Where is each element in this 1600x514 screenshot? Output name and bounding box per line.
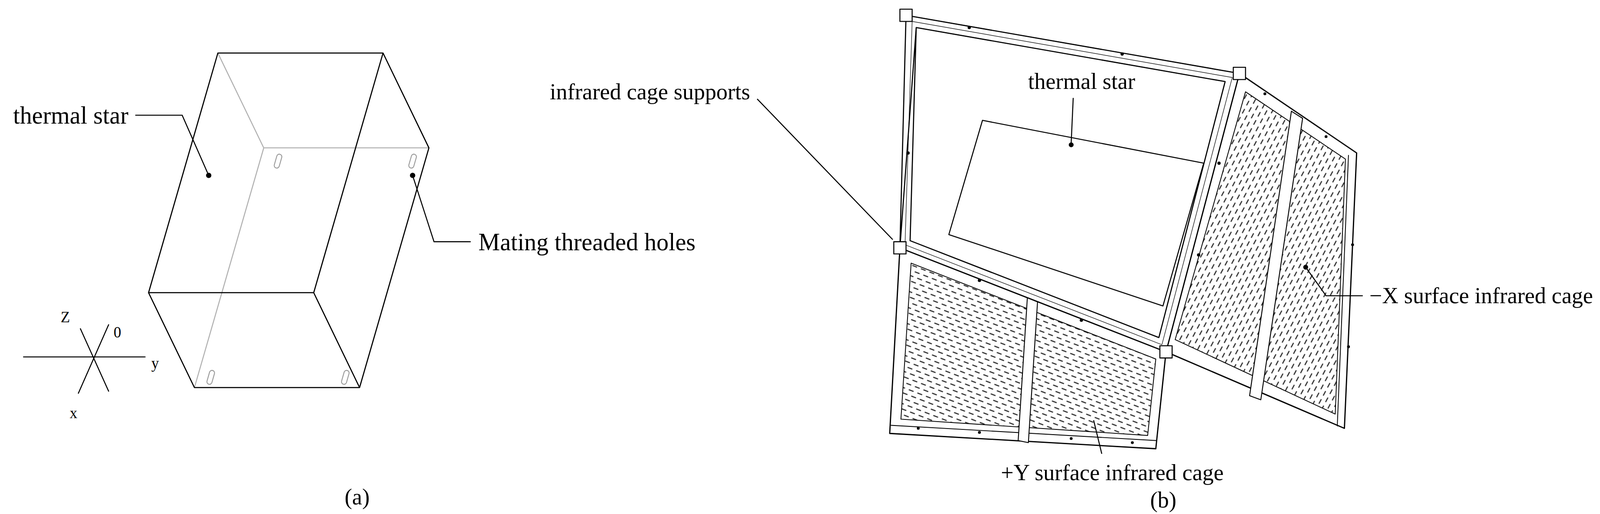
- leader-dot: [205, 172, 415, 178]
- part-label: +Y surface infrared cage: [999, 459, 1225, 486]
- part-label: −X surface infrared cage: [1368, 283, 1594, 310]
- coordinate-axes: [22, 324, 146, 394]
- leader-dot: [1068, 142, 1309, 270]
- minus-x-cage: [1165, 73, 1357, 428]
- axis-label: Z: [59, 308, 71, 327]
- part-label: thermal star: [1027, 68, 1137, 95]
- thermal-star-box: [148, 52, 430, 388]
- leader-line: [757, 97, 1363, 454]
- mounting-hole: [906, 26, 1221, 322]
- axis-label: y: [150, 354, 160, 373]
- plus-y-cage: [889, 247, 1166, 449]
- part-label: thermal star: [12, 101, 130, 130]
- infrared-cage-support: [893, 9, 1246, 358]
- leader-line: [135, 115, 471, 242]
- part-label: Mating threaded holes: [477, 228, 697, 256]
- subfigure-label: (b): [1149, 486, 1178, 513]
- subfigure-label: (a): [343, 483, 371, 510]
- threaded-hole: [206, 153, 418, 385]
- hidden-edge: [194, 52, 429, 388]
- part-label: infrared cage supports: [548, 78, 752, 105]
- top-frame: [899, 15, 1240, 352]
- rail-edge: [904, 21, 1233, 345]
- box-outline: [148, 52, 430, 388]
- infrared-cage-assembly: [889, 9, 1357, 449]
- axis-label: x: [68, 404, 79, 422]
- axis-label: 0: [112, 323, 123, 342]
- box-edge: [148, 52, 384, 388]
